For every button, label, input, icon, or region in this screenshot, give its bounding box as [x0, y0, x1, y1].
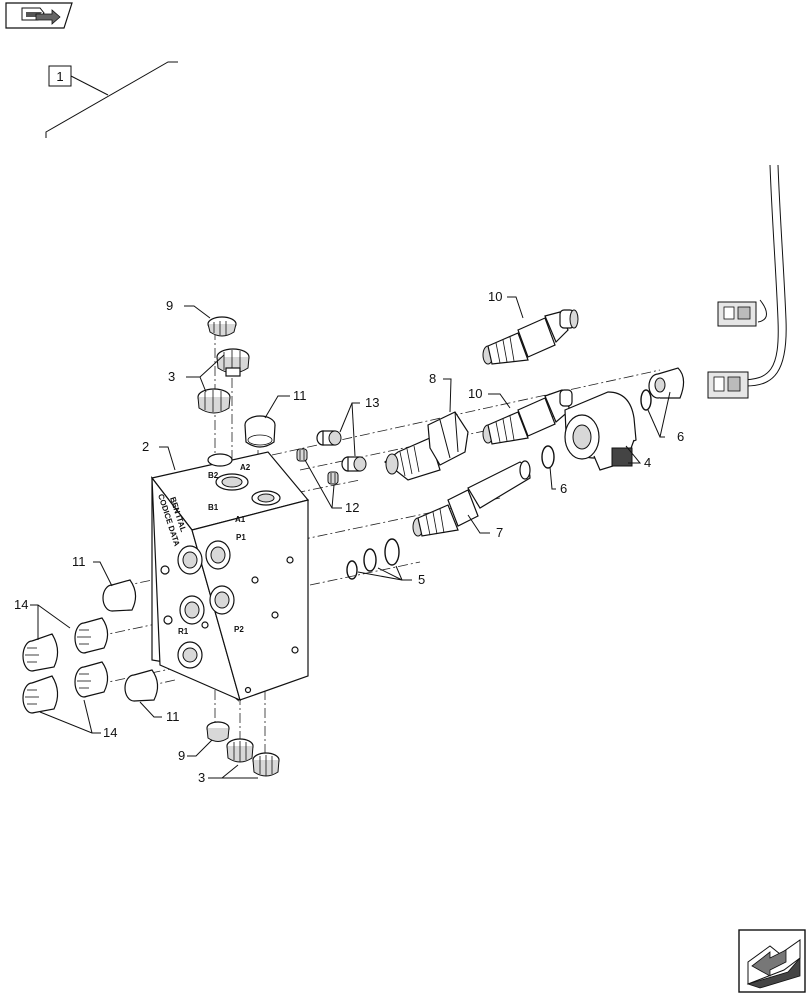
- navigate-back-icon[interactable]: [5, 2, 73, 29]
- callout-10-top: 10: [488, 289, 502, 304]
- plug-14-a: [22, 633, 59, 672]
- callout-9-bottom: 9: [178, 748, 185, 763]
- callout-3-bottom: 3: [198, 770, 205, 785]
- callout-14-top: 14: [14, 597, 28, 612]
- plug-3-bottom-a: [226, 738, 254, 763]
- callout-6-top: 6: [677, 429, 684, 444]
- callout-14-bottom: 14: [103, 725, 117, 740]
- callout-10-mid: 10: [468, 386, 482, 401]
- marking-b2: B2: [208, 471, 219, 480]
- callout-7: 7: [496, 525, 503, 540]
- navigate-next-icon[interactable]: [738, 929, 806, 993]
- cartridge-10-mid: [482, 389, 573, 445]
- marking-p2: P2: [234, 625, 244, 634]
- plug-3-top-a: [216, 348, 250, 377]
- callout-label: 1: [56, 69, 63, 84]
- callout-4: 4: [644, 455, 651, 470]
- plug-14-c: [22, 675, 59, 714]
- plug-13-b: [341, 456, 367, 472]
- callout-9-top: 9: [166, 298, 173, 313]
- marking-b1: B1: [208, 503, 219, 512]
- reference-callout-1: 1: [45, 61, 178, 138]
- cartridge-10-top: [482, 309, 579, 365]
- plug-3-top-b: [197, 388, 231, 414]
- plug-12-a: [296, 448, 308, 462]
- cartridge-8: [384, 411, 469, 481]
- callout-8: 8: [429, 371, 436, 386]
- plug-11-left: [102, 579, 137, 612]
- callout-5: 5: [418, 572, 425, 587]
- callout-11-top: 11: [293, 388, 307, 403]
- plug-11-bottom: [124, 669, 159, 702]
- callout-labels: 9 3 11 2 13 12 8 10 10 6 4 6 7 5 11 14 1…: [14, 289, 684, 785]
- oring-set-5: [346, 538, 400, 580]
- marking-p1: P1: [236, 533, 246, 542]
- solenoid-coil-4: [564, 391, 637, 471]
- plug-9-top: [207, 316, 237, 337]
- marking-a2: A2: [240, 463, 251, 472]
- callout-12: 12: [345, 500, 359, 515]
- plug-14-d: [74, 661, 109, 698]
- oring-6-top: [640, 389, 652, 411]
- marking-a1: A1: [235, 515, 246, 524]
- callout-3-top: 3: [168, 369, 175, 384]
- oring-6-bottom: [541, 445, 555, 469]
- callout-11-left: 11: [72, 554, 86, 569]
- cartridge-7: [412, 460, 531, 537]
- callout-13: 13: [365, 395, 379, 410]
- wiring-harness: [707, 164, 787, 399]
- plug-11-top: [244, 415, 276, 448]
- plug-13-a: [316, 430, 342, 446]
- plug-14-b: [74, 617, 109, 654]
- callout-6-bottom: 6: [560, 481, 567, 496]
- plug-3-bottom-b: [252, 752, 280, 777]
- leader-lines: [30, 296, 671, 779]
- plug-9-bottom: [206, 721, 230, 742]
- callout-2: 2: [142, 439, 149, 454]
- marking-r1: R1: [178, 627, 189, 636]
- callout-11-bottom: 11: [166, 709, 180, 724]
- plug-12-b: [327, 471, 339, 485]
- nut-6-top: [648, 367, 685, 399]
- valve-block: P1 P2 R1 A1 B2 A2 B1 CODICE DATA BEN ITA…: [150, 451, 310, 702]
